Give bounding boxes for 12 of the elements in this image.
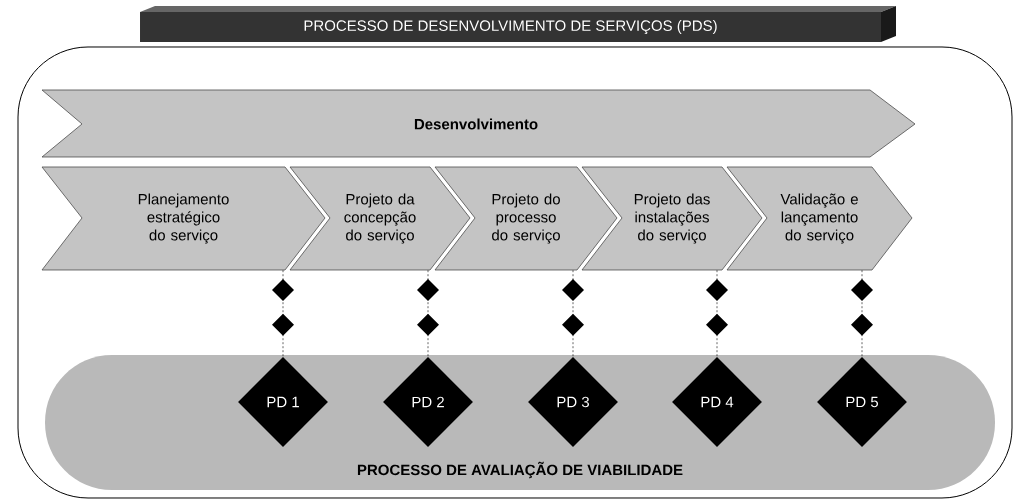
diamond-connector — [562, 269, 584, 358]
diamond-connector — [417, 269, 439, 358]
chevron-step: Validação e lançamento do serviço — [726, 166, 913, 271]
diamond-connector — [851, 269, 873, 358]
diamond-connector — [706, 269, 728, 358]
chevron-step: Planejamento estratégico do serviço — [41, 166, 326, 271]
chevron-step: Projeto da concepção do serviço — [289, 166, 471, 271]
diamond-connector — [272, 269, 294, 358]
chevron-banner: Desenvolvimento — [41, 89, 916, 158]
chevron-step: Projeto das instalações do serviço — [581, 166, 763, 271]
node-label: PROCESSO DE DESENVOLVIMENTO DE SERVIÇOS (PDS) — [304, 19, 717, 35]
chevron-step: Projeto do processo do serviço — [434, 166, 618, 271]
